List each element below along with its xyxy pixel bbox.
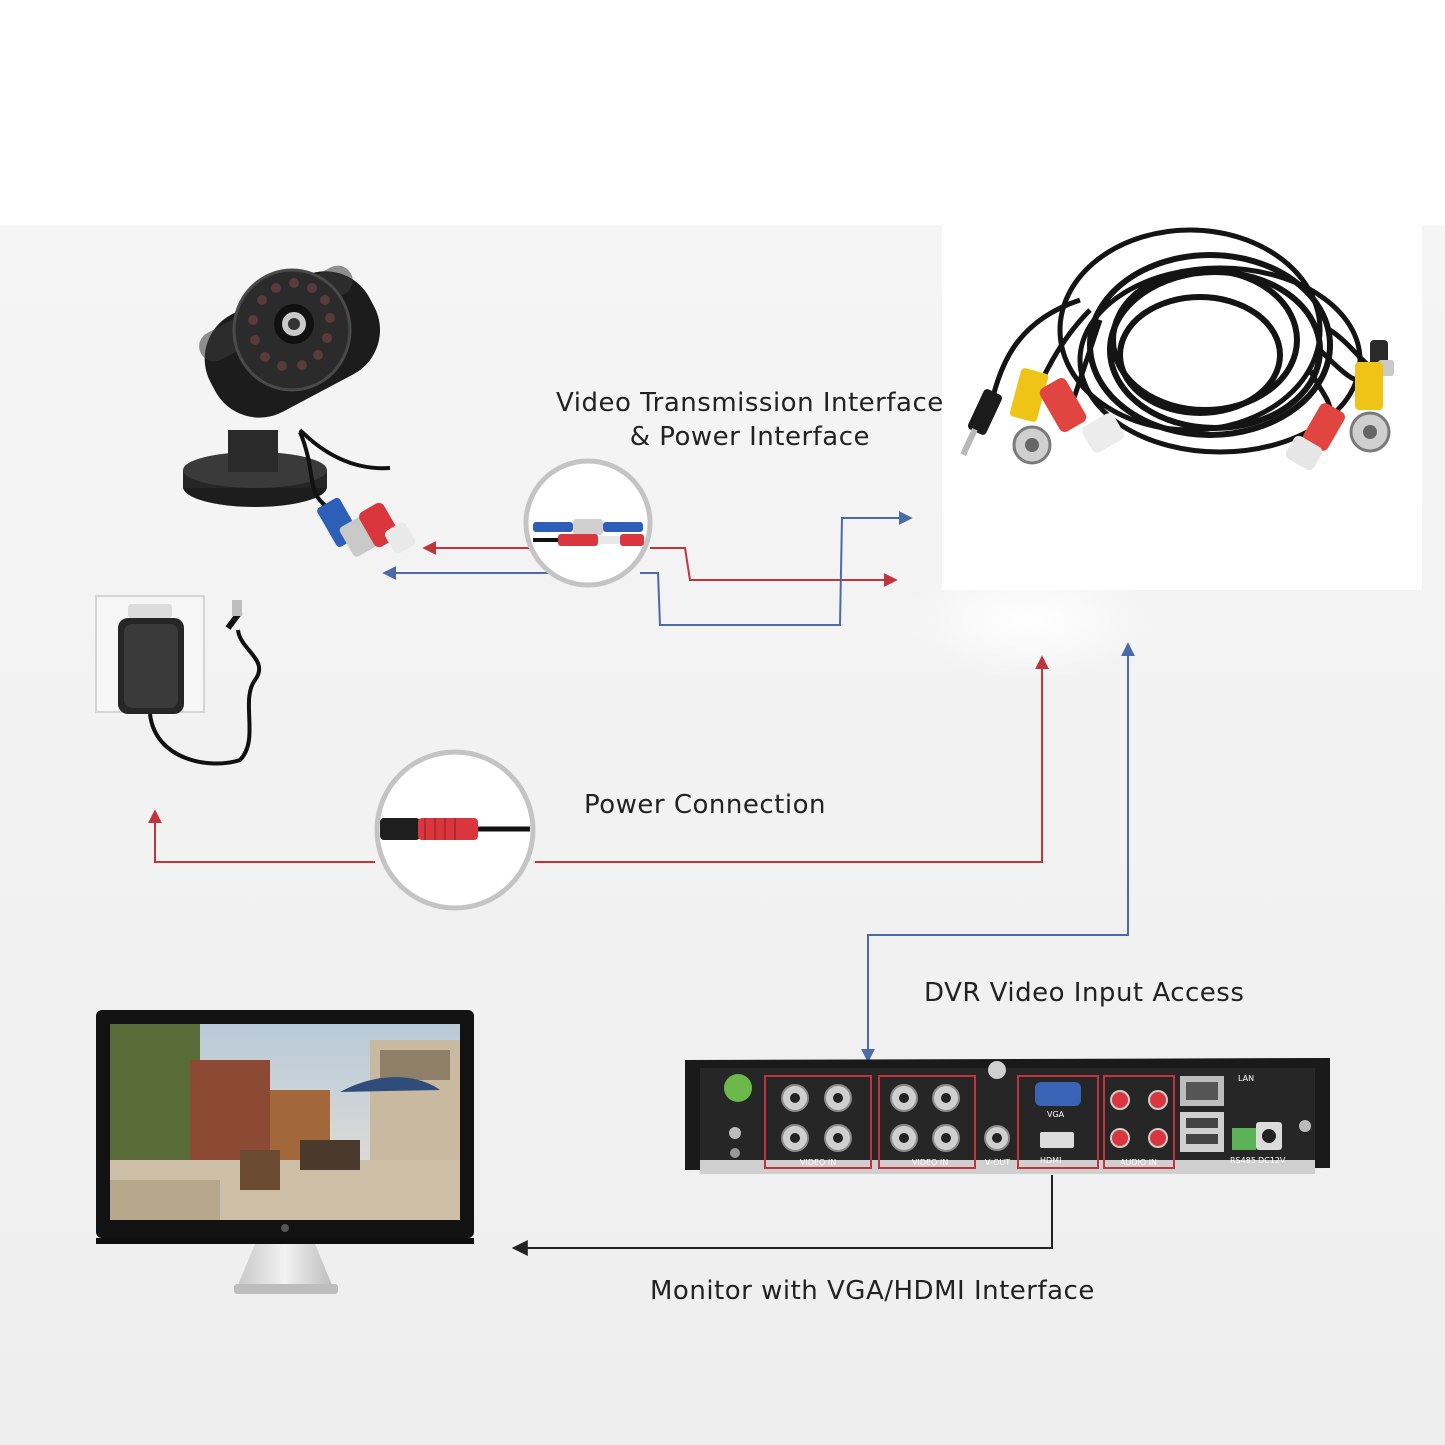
red-arrow-up-to-cable [535, 655, 1049, 863]
monitor [96, 1010, 474, 1294]
dvr-label-lan: LAN [1238, 1074, 1255, 1083]
zoom-circle-power [374, 749, 536, 911]
monitor-line [511, 1175, 1053, 1256]
label-video-line1: Video Transmission Interface [556, 388, 944, 418]
extension-cable-bundle [987, 227, 1383, 455]
blue-arrow-dvr-link [861, 642, 1135, 1063]
cable-connectors-left [960, 368, 1124, 465]
label-dvr-video-input: DVR Video Input Access [924, 978, 1245, 1008]
label-video-line2: & Power Interface [629, 422, 871, 452]
dvr-label-hdmi: HDMI [1040, 1156, 1062, 1165]
dvr-label-v-out: V-OUT [985, 1158, 1011, 1167]
label-monitor-interface: Monitor with VGA/HDMI Interface [650, 1276, 1095, 1306]
cable-connectors-right [1285, 340, 1394, 471]
dvr-label-video-in-1: VIDEO IN [800, 1158, 837, 1167]
zoom-circle-video [523, 458, 653, 588]
video-lines [382, 511, 1135, 1063]
dvr-label-vga: VGA [1047, 1110, 1065, 1119]
dvr-label-audio-in: AUDIO IN [1120, 1158, 1158, 1167]
dvr-label-rs485: RS485 [1230, 1156, 1256, 1165]
label-power-connection: Power Connection [584, 790, 826, 820]
red-arrow-to-cable [650, 547, 898, 587]
power-adapter [95, 595, 262, 766]
blue-arrow-to-cable [640, 511, 913, 626]
dvr-recorder [685, 1058, 1330, 1174]
dvr-label-video-in-2: VIDEO IN [912, 1158, 949, 1167]
label-video-power-interface: Video Transmission Interface & Power Int… [556, 386, 944, 454]
dvr-label-dc12v: DC12V [1258, 1156, 1286, 1165]
red-arrow-to-adapter [148, 809, 375, 863]
bullet-camera [183, 265, 416, 557]
